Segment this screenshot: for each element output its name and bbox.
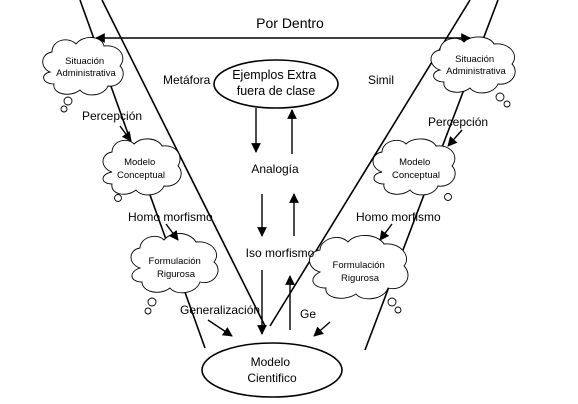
right-model-cloud: Modelo Conceptual xyxy=(372,138,456,201)
right-homomorphism-arrow xyxy=(379,223,393,241)
scientific-model-line-2: Cientifico xyxy=(247,371,297,385)
left-homomorphism-arrow xyxy=(165,223,179,241)
right-situation-line-2: Administrativa xyxy=(446,66,506,77)
left-formulation-cloud: Formulación Rigurosa xyxy=(130,233,219,315)
svg-text:Situación Administrativa: Situación Administrativa xyxy=(446,54,506,77)
svg-text:Modelo Conceptual: Modelo Conceptual xyxy=(117,157,165,181)
right-model-line-1: Modelo xyxy=(399,157,430,168)
left-formulation-line-1: Formulación xyxy=(149,256,201,267)
left-perception-label: Percepción xyxy=(82,109,142,123)
funnel-inner-left-line xyxy=(101,0,266,327)
left-model-line-1: Modelo xyxy=(124,157,155,168)
right-formulation-line-2: Rigurosa xyxy=(341,273,380,284)
metaphor-label: Metáfora xyxy=(163,73,211,87)
isomorphism-label: Iso morfismo xyxy=(246,246,315,260)
svg-text:Situación Administrativa: Situación Administrativa xyxy=(56,56,116,79)
left-situation-line-1: Situación xyxy=(65,56,104,67)
right-formulation-cloud: Formulación Rigurosa xyxy=(309,235,409,314)
right-situation-cloud: Situación Administrativa xyxy=(430,36,516,108)
left-perception-arrow xyxy=(119,125,132,142)
left-model-line-2: Conceptual xyxy=(117,170,165,181)
simile-label: Simil xyxy=(368,73,394,87)
scientific-model-ellipse xyxy=(201,342,343,398)
svg-text:Modelo Conceptual: Modelo Conceptual xyxy=(392,157,440,181)
left-generalization-arrow xyxy=(207,319,233,337)
right-homomorphism-label: Homo morfismo xyxy=(356,210,441,224)
right-generalization-arrow xyxy=(313,321,331,337)
examples-ellipse xyxy=(213,59,339,109)
left-situation-cloud: Situación Administrativa xyxy=(42,37,124,113)
right-situation-line-1: Situación xyxy=(455,54,494,65)
examples-line-2: fuera de clase xyxy=(237,84,316,98)
left-generalization-label: Generalización xyxy=(180,303,260,317)
right-perception-arrow xyxy=(447,129,463,147)
svg-text:Modelo Cientifico: Modelo Cientifico xyxy=(247,355,297,385)
scientific-model-line-1: Modelo xyxy=(251,355,291,369)
examples-line-1: Ejemplos Extra xyxy=(232,68,316,82)
analogy-label: Analogía xyxy=(251,162,299,176)
left-situation-line-2: Administrativa xyxy=(56,68,116,79)
left-homomorphism-label: Homo morfismo xyxy=(128,210,213,224)
svg-text:Ejemplos Extra fuera de cl: Ejemplos Extra fuera de clase xyxy=(232,68,320,98)
por-dentro-label: Por Dentro xyxy=(256,15,324,31)
right-perception-label: Percepción xyxy=(428,115,488,129)
right-model-line-2: Conceptual xyxy=(392,170,440,181)
right-generalization-partial-label: Ge xyxy=(300,307,316,321)
left-formulation-line-2: Rigurosa xyxy=(157,269,196,280)
left-model-cloud: Modelo Conceptual xyxy=(102,138,182,202)
svg-text:Formulación Rigurosa: Formulación Rigurosa xyxy=(149,256,204,280)
right-formulation-line-1: Formulación xyxy=(333,260,385,271)
svg-text:Formulación Rigurosa: Formulación Rigurosa xyxy=(333,260,388,284)
